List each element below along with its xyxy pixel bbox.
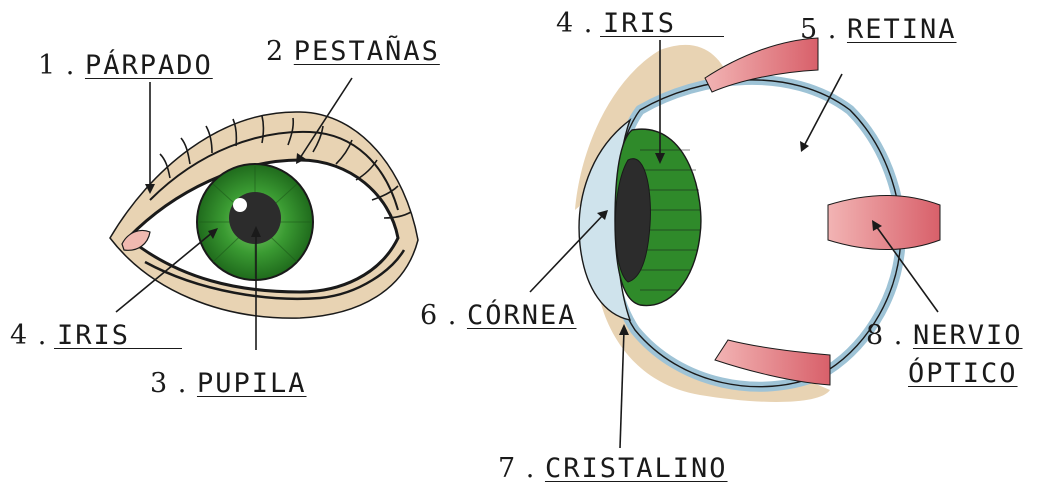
label-cornea-dot: . xyxy=(448,300,457,331)
label-cornea-word: CÓRNEA xyxy=(467,300,577,331)
label-retina-word: RETINA xyxy=(847,14,957,45)
answer-line-iris-left xyxy=(54,348,182,349)
label-nervio-line2: ÓPTICO xyxy=(908,360,1018,387)
label-cristalino-word: CRISTALINO xyxy=(545,453,728,484)
label-pupila: 3 . PUPILA xyxy=(150,370,307,397)
label-iris-left-word: IRIS xyxy=(57,320,130,351)
label-pupila-word: PUPILA xyxy=(197,368,307,399)
arrow-cristalino xyxy=(620,330,624,448)
label-parpado: 1 . PÁRPADO xyxy=(38,52,213,79)
pupil-highlight xyxy=(233,198,247,212)
front-eye xyxy=(110,112,418,318)
label-iris-left: 4 . IRIS xyxy=(10,322,130,349)
optic-nerve xyxy=(828,196,940,250)
label-iris-left-dot: . xyxy=(38,320,47,351)
label-pestanas: 2 PESTAÑAS xyxy=(266,38,440,65)
label-pupila-number: 3 xyxy=(150,368,167,399)
label-nervio-number: 8 xyxy=(866,320,883,351)
label-pestanas-number: 2 xyxy=(266,36,283,67)
answer-line-iris-right xyxy=(600,36,724,37)
label-cristalino: 7 . CRISTALINO xyxy=(498,455,728,482)
label-cornea-number: 6 xyxy=(420,300,437,331)
label-nervio: 8 . NERVIO xyxy=(866,322,1023,349)
label-pestanas-word: PESTAÑAS xyxy=(294,36,440,67)
label-iris-right-word: IRIS xyxy=(603,8,676,39)
label-iris-right-dot: . xyxy=(584,8,593,39)
label-parpado-word: PÁRPADO xyxy=(85,50,213,81)
label-parpado-number: 1 xyxy=(38,50,55,81)
label-cristalino-number: 7 xyxy=(498,453,515,484)
label-retina-number: 5 xyxy=(800,14,817,45)
label-nervio-word: NERVIO xyxy=(913,320,1023,351)
label-pupila-dot: . xyxy=(178,368,187,399)
label-iris-right: 4 . IRIS xyxy=(556,10,676,37)
label-iris-right-number: 4 xyxy=(556,8,573,39)
label-cornea: 6 . CÓRNEA xyxy=(420,302,577,329)
label-iris-left-number: 4 xyxy=(10,320,27,351)
label-nervio-word2: ÓPTICO xyxy=(908,358,1018,389)
label-retina: 5 . RETINA xyxy=(800,16,957,43)
label-nervio-dot: . xyxy=(894,320,903,351)
label-parpado-dot: . xyxy=(66,50,75,81)
label-cristalino-dot: . xyxy=(526,453,535,484)
label-retina-dot: . xyxy=(828,14,837,45)
